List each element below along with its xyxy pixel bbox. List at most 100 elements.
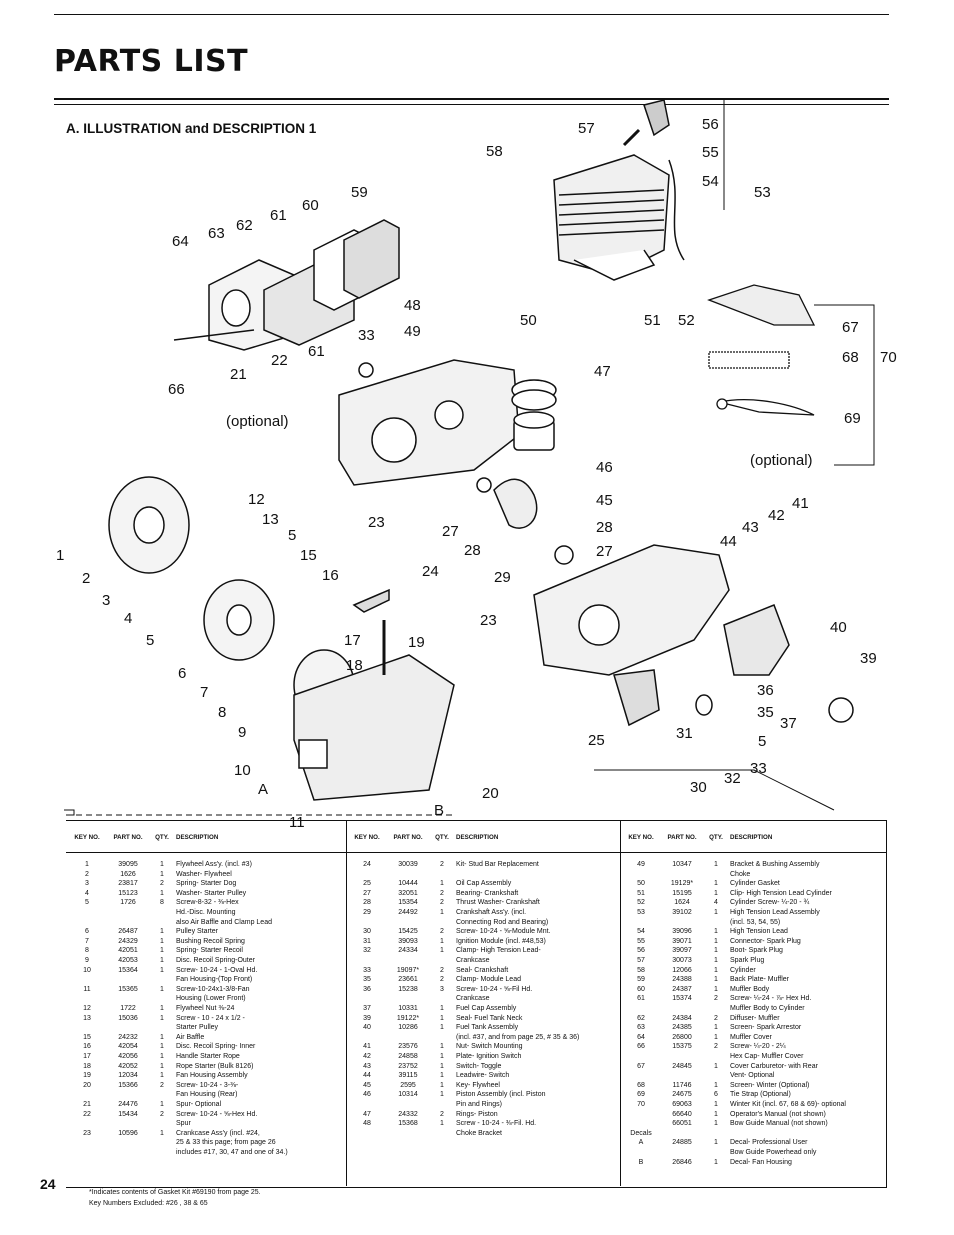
callout-12: 12: [248, 491, 265, 508]
cell-key: 7: [85, 937, 89, 945]
cell-key: A: [638, 1139, 644, 1147]
table-row: Hd.-Disc. Mounting: [66, 908, 236, 917]
callout-18: 18: [346, 657, 363, 674]
cell-desc: Rings- Piston: [456, 1110, 498, 1118]
cell-key: 27: [363, 889, 371, 897]
table-row: Hex Cap- Muffler Cover: [620, 1052, 803, 1061]
title-rule-thin: [54, 104, 889, 105]
cell-key: 41: [363, 1043, 371, 1051]
cell-part: 66640: [672, 1110, 692, 1118]
callout-5b: 5: [288, 527, 296, 544]
cell-part: 19097*: [396, 966, 420, 974]
cell-qty: 1: [714, 1158, 718, 1166]
cell-key: 37: [363, 1005, 371, 1012]
table-row: Connecting Rod and Bearing): [346, 918, 548, 927]
callout-64: 64: [172, 233, 189, 250]
cell-qty: 2: [440, 1110, 444, 1118]
callout-59: 59: [351, 184, 368, 201]
cell-qty: 1: [160, 1062, 164, 1070]
cell-desc: Decal- Fan Housing: [730, 1158, 792, 1166]
cell-key: 56: [637, 947, 645, 955]
callout-53: 53: [754, 184, 771, 201]
callout-5: 5: [146, 632, 154, 649]
cell-key: 6: [85, 928, 89, 936]
cell-part: 24332: [398, 1110, 418, 1118]
cell-part: 15374: [672, 995, 692, 1003]
callout-41: 41: [792, 495, 809, 512]
cell-desc: Cylinder: [730, 966, 756, 974]
cell-qty: 1: [714, 1101, 718, 1108]
callout-3: 3: [102, 592, 110, 609]
cell-desc: Connecting Rod and Bearing): [456, 918, 549, 926]
callout-a: A: [258, 781, 268, 798]
header-key-no: KEY NO.: [628, 834, 654, 841]
callout-62: 62: [236, 217, 253, 234]
cell-qty: 1: [440, 937, 444, 945]
crankcase-lower-drawing: [533, 544, 854, 727]
cell-key: 33: [363, 966, 371, 974]
cell-qty: 1: [160, 928, 164, 936]
cell-key: 17: [83, 1053, 91, 1060]
cell-qty: 1: [714, 947, 718, 955]
cell-part: 24675: [672, 1091, 692, 1099]
cell-qty: 1: [160, 1005, 164, 1012]
cell-qty: 8: [160, 899, 164, 907]
cell-desc: Cover Carburetor- with Rear: [730, 1062, 818, 1070]
cell-key: 55: [637, 937, 645, 945]
cell-key: 67: [637, 1062, 645, 1070]
cell-part: 39102: [672, 909, 692, 916]
cell-part: 2595: [400, 1081, 416, 1089]
cell-qty: 1: [714, 1110, 718, 1118]
cell-part: 24384: [672, 1014, 692, 1022]
cell-key: 36: [363, 985, 371, 993]
diagram-frame: [64, 100, 875, 816]
cell-part: 19129*: [670, 880, 694, 888]
cell-desc: Spark Plug: [730, 957, 765, 964]
cell-part: 24232: [118, 1033, 138, 1041]
cell-part: 10286: [398, 1024, 418, 1032]
cell-qty: 2: [440, 899, 444, 907]
cell-desc: Screw-8-32 - ⅜-Hex: [176, 899, 239, 907]
cell-part: 15434: [118, 1110, 138, 1118]
callout-61: 61: [270, 207, 287, 224]
cell-qty: 1: [714, 1081, 718, 1089]
cell-desc: Back Plate- Muffler: [730, 976, 790, 984]
table-row: also Air Baffle and Clamp Lead: [66, 918, 272, 927]
callout-27: 27: [442, 523, 459, 540]
cell-qty: 1: [440, 1081, 444, 1089]
cell-qty: 1: [714, 889, 718, 897]
cell-part: 26846: [672, 1158, 692, 1166]
cell-desc: (incl. #37, and from page 25, # 35 & 36): [456, 1033, 580, 1041]
table-row: 25 & 33 this page; from page 26: [66, 1138, 276, 1147]
cell-key: 48: [363, 1120, 371, 1128]
table-divider-1: [346, 820, 347, 1186]
table-row: Vent- Optional: [620, 1071, 774, 1080]
cell-qty: 1: [160, 937, 164, 945]
cell-qty: 1: [714, 1033, 718, 1041]
cell-desc: Fan Housing (Rear): [176, 1091, 238, 1099]
callout-48: 48: [404, 297, 421, 314]
cell-desc: Spring- Starter Dog: [176, 880, 237, 888]
cell-desc: Hex Cap- Muffler Cover: [730, 1053, 804, 1060]
cell-desc: Crankcase Ass'y (incl. #24,: [176, 1129, 260, 1137]
cell-part: 69063: [672, 1101, 692, 1108]
cell-qty: 2: [440, 966, 444, 974]
cell-desc: Disc. Recoil Spring- Inner: [176, 1043, 256, 1051]
table-row: Decals: [620, 1129, 730, 1138]
piston-crankshaft-drawing: [476, 379, 574, 565]
cell-key: 40: [363, 1024, 371, 1032]
